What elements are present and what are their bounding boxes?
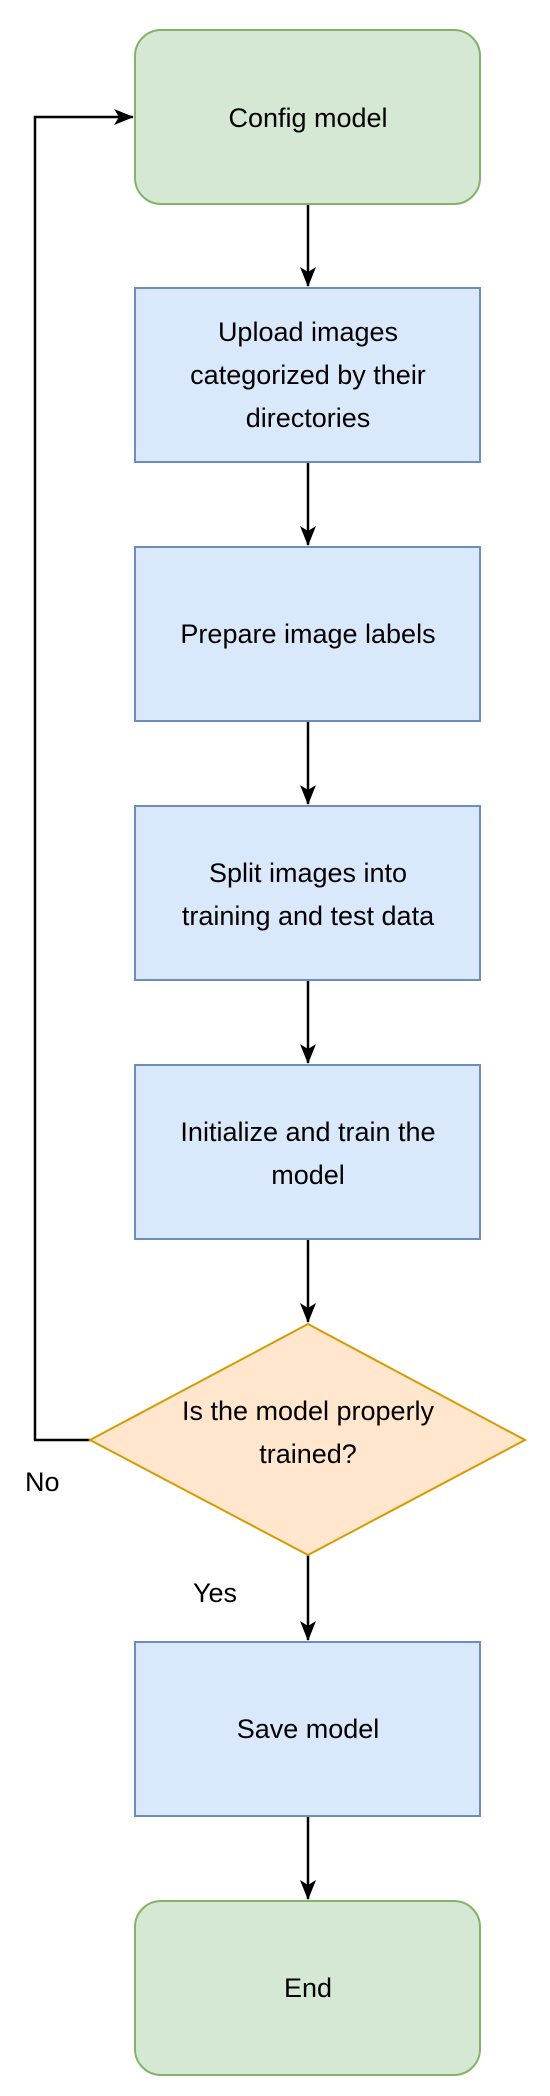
node-label-line-1: Initialize and train the	[180, 1117, 435, 1147]
node-end: End	[134, 1900, 481, 2076]
node-label-line-2: trained?	[259, 1439, 357, 1469]
node-prepare-labels: Prepare image labels	[134, 546, 481, 722]
process-shape	[134, 546, 481, 722]
node-label-line-1: Is the model properly	[182, 1396, 435, 1426]
edge-label-no: No	[25, 1467, 60, 1497]
node-decision-trained: Is the model properly trained?	[87, 1322, 528, 1557]
process-shape	[134, 805, 481, 981]
node-label: End	[284, 1973, 332, 2003]
process-shape	[134, 1064, 481, 1240]
node-label-line-2: categorized by their	[190, 360, 426, 390]
node-config-model: Config model	[134, 29, 481, 205]
process-shape	[134, 1641, 481, 1817]
node-label-line-3: directories	[246, 403, 371, 433]
terminal-shape	[134, 1900, 481, 2076]
arrow-decision-no-loop	[33, 109, 134, 1442]
node-save-model: Save model	[134, 1641, 481, 1817]
edge-label-yes: Yes	[193, 1578, 237, 1608]
decision-shape	[87, 1322, 528, 1557]
process-shape	[134, 287, 481, 463]
node-label-line-1: Split images into	[209, 858, 407, 888]
node-label: Prepare image labels	[180, 619, 435, 649]
node-label-line-1: Upload images	[218, 317, 398, 347]
node-train-model: Initialize and train the model	[134, 1064, 481, 1240]
node-split-images: Split images into training and test data	[134, 805, 481, 981]
node-label: Save model	[237, 1714, 380, 1744]
terminal-shape	[134, 29, 481, 205]
edges	[33, 109, 316, 1900]
node-label-line-2: model	[271, 1160, 345, 1190]
node-label-line-2: training and test data	[182, 901, 435, 931]
node-upload-images: Upload images categorized by their direc…	[134, 287, 481, 463]
node-label: Config model	[228, 103, 387, 133]
